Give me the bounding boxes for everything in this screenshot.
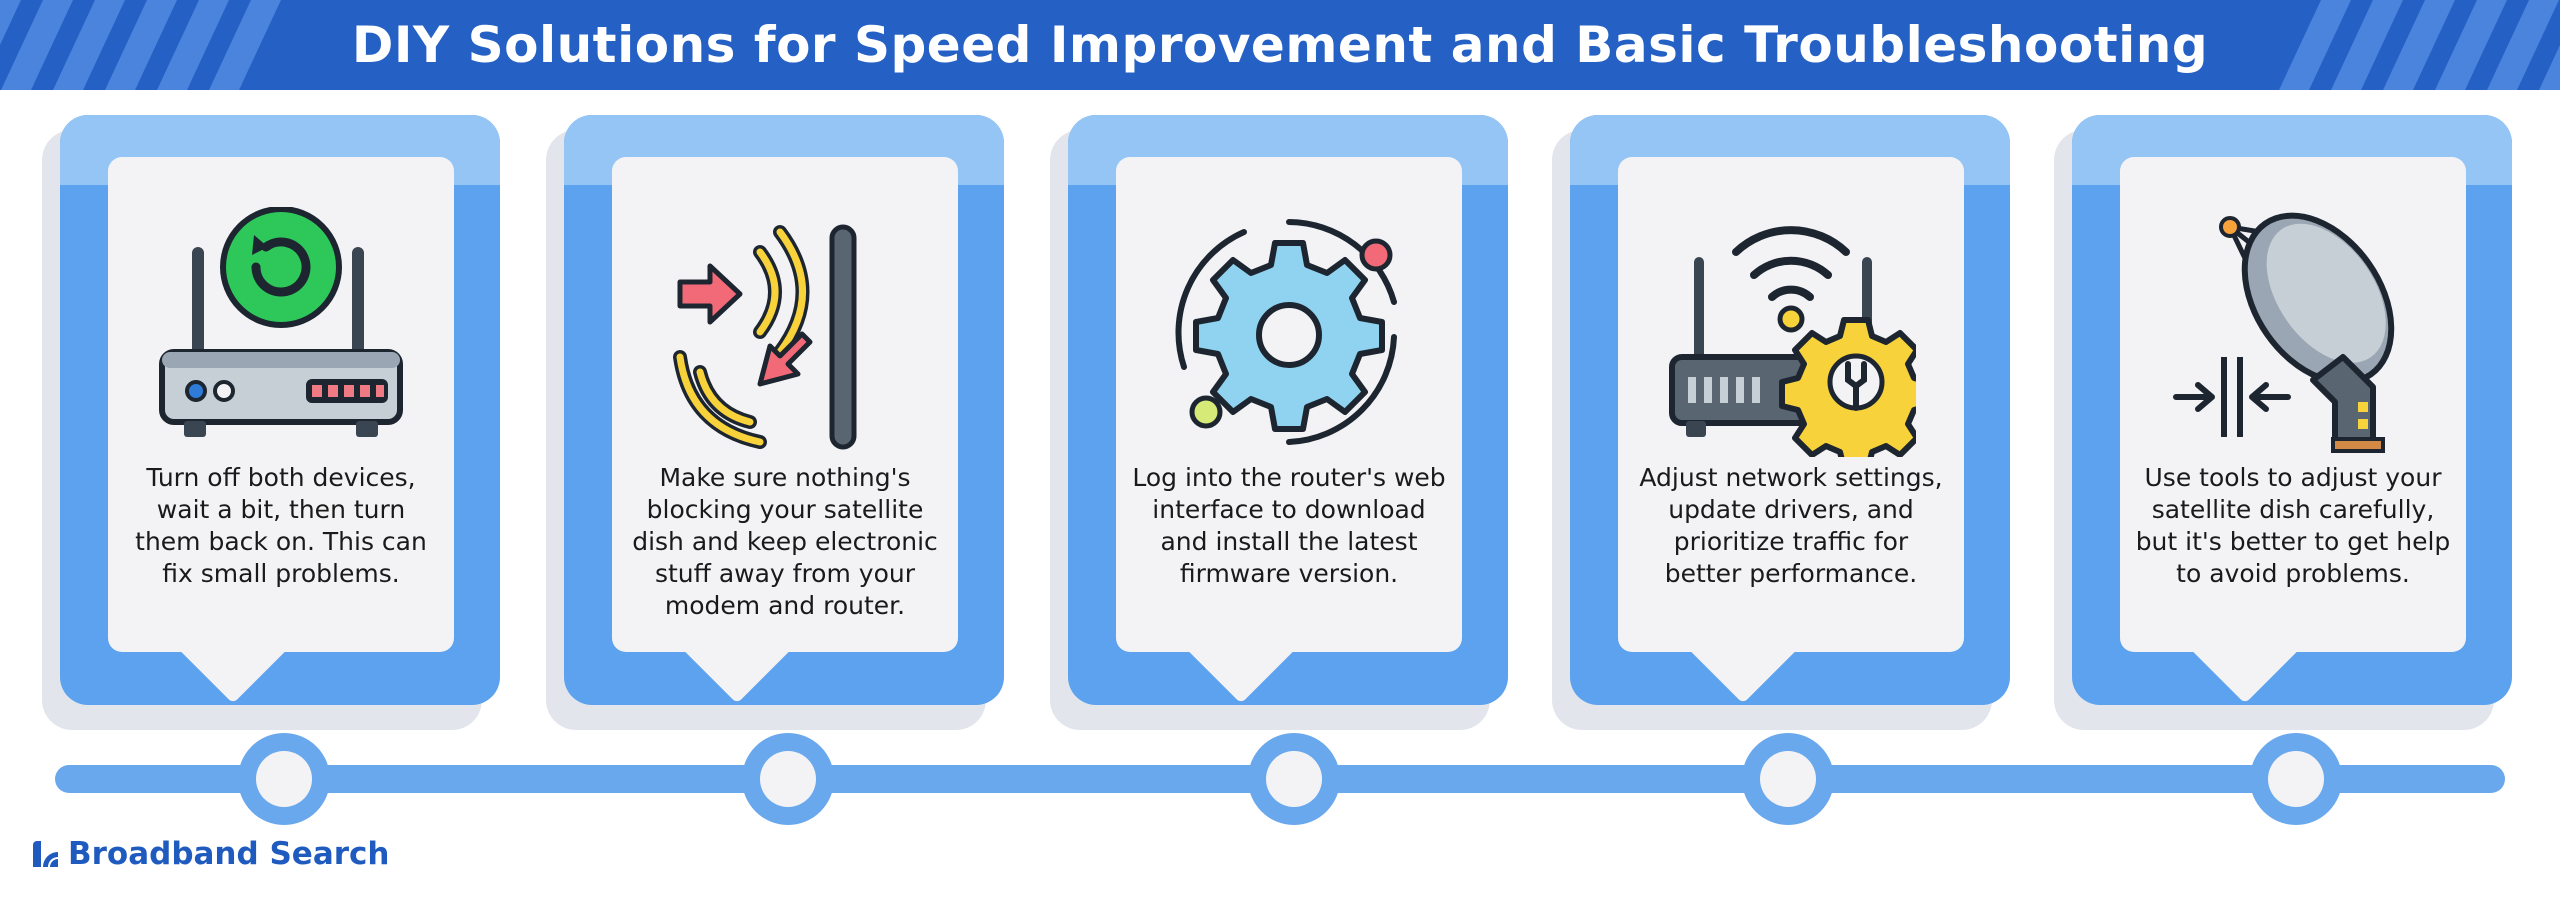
signal-obstruction-icon	[673, 224, 857, 450]
card-1: Turn off both devices, wait a bit, then …	[60, 115, 500, 705]
broadband-logo-icon	[33, 841, 58, 867]
router-settings-icon	[1669, 226, 1916, 457]
card-5-text: Use tools to adjust your satellite dish …	[2135, 463, 2451, 588]
timeline-node-1	[238, 733, 330, 825]
card-1-text: Turn off both devices, wait a bit, then …	[135, 463, 427, 588]
page-title: DIY Solutions for Speed Improvement and …	[351, 16, 2209, 74]
timeline-node-3	[1248, 733, 1340, 825]
header-banner: DIY Solutions for Speed Improvement and …	[0, 0, 2560, 90]
card-3: Log into the router's web interface to d…	[1068, 115, 1508, 705]
card-2-text: Make sure nothing's blocking your satell…	[632, 463, 938, 620]
card-4: Adjust network settings, update drivers,…	[1570, 115, 2010, 705]
satellite-dish-icon	[2173, 212, 2395, 453]
brand-name: Broadband Search	[68, 836, 390, 872]
timeline-node-2	[742, 733, 834, 825]
brand-logo: Broadband Search	[28, 832, 390, 876]
timeline-node-4	[1742, 733, 1834, 825]
card-4-text: Adjust network settings, update drivers,…	[1639, 463, 1943, 588]
router-restart-icon	[159, 207, 403, 437]
card-3-text: Log into the router's web interface to d…	[1132, 463, 1446, 588]
card-5: Use tools to adjust your satellite dish …	[2072, 115, 2512, 705]
card-2: Make sure nothing's blocking your satell…	[564, 115, 1004, 705]
firmware-gear-icon	[1175, 219, 1397, 445]
timeline-node-5	[2250, 733, 2342, 825]
